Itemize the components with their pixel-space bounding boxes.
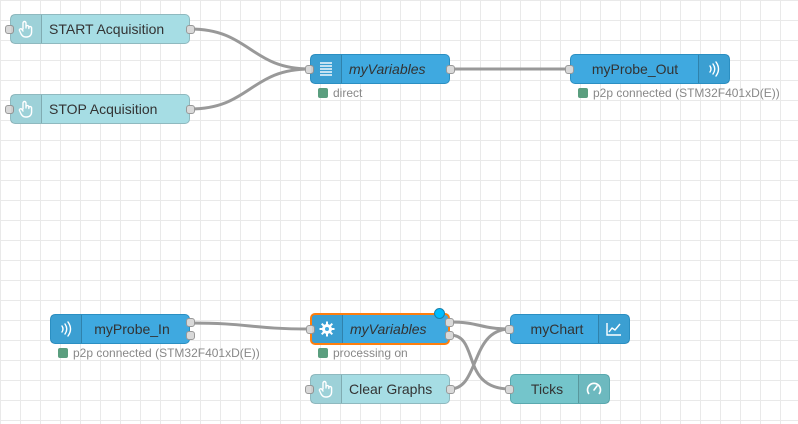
- output-port-2[interactable]: [445, 331, 454, 340]
- variables-node-top[interactable]: myVariables: [305, 54, 455, 84]
- node-label: STOP Acquisition: [49, 101, 158, 117]
- node-label: Clear Graphs: [349, 381, 433, 397]
- wire-probe-in-to-variables[interactable]: [189, 321, 311, 331]
- wire-variables-to-ticks[interactable]: [449, 333, 511, 391]
- output-port-1[interactable]: [445, 318, 454, 327]
- node-label: Ticks: [530, 381, 564, 397]
- node-label: myProbe_Out: [591, 61, 679, 77]
- variables-top-status: direct: [318, 86, 362, 100]
- variables-bottom-status: processing on: [318, 346, 408, 360]
- status-text: processing on: [333, 346, 408, 360]
- hand-pointer-icon: [11, 15, 42, 43]
- inject-button[interactable]: [305, 385, 314, 394]
- node-label: myProbe_In: [94, 321, 170, 337]
- output-port[interactable]: [446, 65, 455, 74]
- output-port[interactable]: [186, 25, 195, 34]
- wireless-icon: [51, 315, 82, 343]
- output-port-1[interactable]: [186, 318, 195, 327]
- probe-in-status: p2p connected (STM32F401xD(E)): [58, 346, 260, 360]
- node-label: myChart: [530, 321, 584, 337]
- gear-icon: [312, 315, 343, 343]
- start-acquisition-node[interactable]: START Acquisition: [5, 14, 195, 44]
- node-label: START Acquisition: [49, 21, 165, 37]
- status-text: p2p connected (STM32F401xD(E)): [593, 86, 780, 100]
- input-port[interactable]: [505, 325, 514, 334]
- stop-acquisition-node[interactable]: STOP Acquisition: [5, 94, 195, 124]
- wire-start-to-variables[interactable]: [189, 27, 311, 71]
- clear-graphs-node[interactable]: Clear Graphs: [305, 374, 455, 404]
- probe-out-node[interactable]: myProbe_Out: [565, 54, 730, 84]
- input-port[interactable]: [306, 325, 315, 334]
- input-port[interactable]: [505, 385, 514, 394]
- wire-clear-to-chart[interactable]: [449, 327, 511, 391]
- status-dot: [318, 348, 328, 358]
- status-dot: [58, 348, 68, 358]
- input-port[interactable]: [305, 65, 314, 74]
- wireless-icon: [698, 55, 729, 83]
- wire-stop-to-variables[interactable]: [189, 67, 311, 111]
- output-port[interactable]: [446, 385, 455, 394]
- input-port[interactable]: [565, 65, 574, 74]
- hand-pointer-icon: [311, 375, 342, 403]
- ticks-node[interactable]: Ticks: [505, 374, 610, 404]
- probe-out-status: p2p connected (STM32F401xD(E)): [578, 86, 780, 100]
- status-text: p2p connected (STM32F401xD(E)): [73, 346, 260, 360]
- inject-button[interactable]: [5, 25, 14, 34]
- probe-in-node[interactable]: myProbe_In: [50, 314, 195, 344]
- gauge-icon: [578, 375, 609, 403]
- output-port[interactable]: [186, 105, 195, 114]
- list-icon: [311, 55, 342, 83]
- inject-button[interactable]: [5, 105, 14, 114]
- line-chart-icon: [598, 315, 629, 343]
- wire-variables-to-chart[interactable]: [449, 320, 511, 331]
- node-label: myVariables: [350, 321, 427, 337]
- status-text: direct: [333, 86, 363, 100]
- status-dot: [578, 88, 588, 98]
- hand-pointer-icon: [11, 95, 42, 123]
- chart-node[interactable]: myChart: [505, 314, 630, 344]
- status-dot: [318, 88, 328, 98]
- variables-node-bottom[interactable]: myVariables: [306, 308, 454, 345]
- node-label: myVariables: [349, 61, 426, 77]
- output-port-2[interactable]: [186, 331, 195, 340]
- changed-indicator: [434, 308, 445, 319]
